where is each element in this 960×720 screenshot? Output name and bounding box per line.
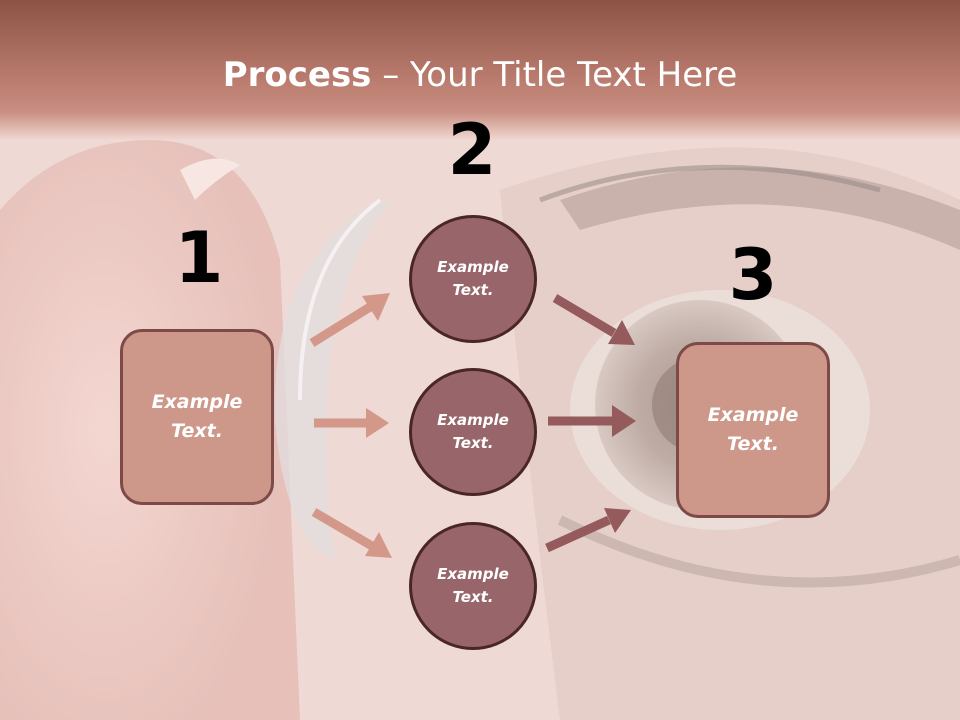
- arrow-step1-to-circle-top: [309, 293, 390, 347]
- circle-bottom-line-2: Text.: [452, 588, 494, 606]
- arrow-circle-middle-to-step3: [548, 405, 636, 437]
- step-2-circle-bottom: Example Text.: [409, 522, 537, 650]
- title-bold-part: Process: [222, 55, 372, 95]
- step-3-box: Example Text.: [676, 342, 830, 518]
- circle-top-line-2: Text.: [452, 281, 494, 299]
- slide-title: Process – Your Title Text Here: [0, 52, 960, 98]
- circle-middle-line-2: Text.: [452, 434, 494, 452]
- step-1-number: 1: [174, 217, 224, 299]
- circle-bottom-line-1: Example: [437, 565, 509, 583]
- step-2-circle-middle: Example Text.: [409, 368, 537, 496]
- step-2-circle-top: Example Text.: [409, 215, 537, 343]
- step-3-box-line-1: Example: [707, 404, 799, 426]
- step-3-number: 3: [728, 234, 778, 316]
- step-1-box-line-2: Text.: [171, 420, 223, 442]
- step-1-box-line-1: Example: [151, 391, 243, 413]
- step-2-number: 2: [447, 109, 497, 191]
- arrow-circle-top-to-step3: [552, 294, 635, 345]
- circle-top-line-1: Example: [437, 258, 509, 276]
- circle-middle-line-1: Example: [437, 411, 509, 429]
- arrow-step1-to-circle-middle: [314, 408, 389, 438]
- step-3-box-line-2: Text.: [727, 433, 779, 455]
- title-rest-part: – Your Title Text Here: [371, 55, 738, 95]
- arrow-step1-to-circle-bottom: [311, 508, 392, 558]
- arrow-circle-bottom-to-step3: [545, 508, 631, 553]
- step-1-box: Example Text.: [120, 329, 274, 505]
